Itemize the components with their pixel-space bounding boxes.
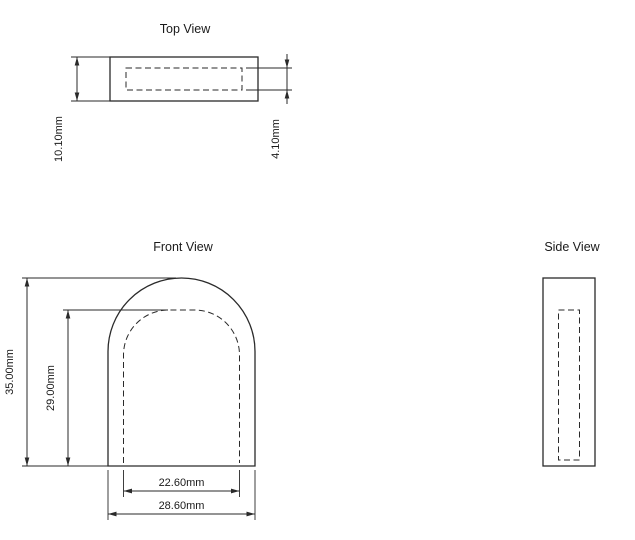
- front-inner-width-extension-lines: [123, 470, 240, 497]
- front-view: Front View 35.00mm 29.00mm 22.60mm 28.60…: [4, 240, 256, 520]
- front-view-label: Front View: [153, 240, 213, 254]
- side-view-outline: [542, 277, 596, 467]
- top-height-dimension-text: 10.10mm: [53, 116, 65, 162]
- front-outer-width-dimension-text: 28.60mm: [159, 500, 205, 512]
- side-view-hidden-outline: [558, 309, 580, 461]
- side-view: Side View: [542, 240, 601, 467]
- front-view-hidden-outline: [123, 309, 240, 463]
- front-outer-height-dimension-text: 35.00mm: [4, 349, 16, 395]
- top-inner-dimension-text: 4.10mm: [270, 119, 282, 159]
- top-view-outline: [109, 56, 259, 102]
- top-view-hidden-outline: [125, 67, 243, 91]
- front-outer-height-extension-lines: [22, 277, 176, 467]
- top-view-label: Top View: [160, 22, 211, 36]
- side-view-label: Side View: [544, 240, 600, 254]
- top-inner-extension-lines: [246, 67, 292, 91]
- front-view-outline: [107, 277, 256, 467]
- front-inner-height-dimension-text: 29.00mm: [45, 365, 57, 411]
- top-view: Top View 10.10mm 4.10mm: [53, 22, 292, 162]
- front-inner-width-dimension-text: 22.60mm: [159, 477, 205, 489]
